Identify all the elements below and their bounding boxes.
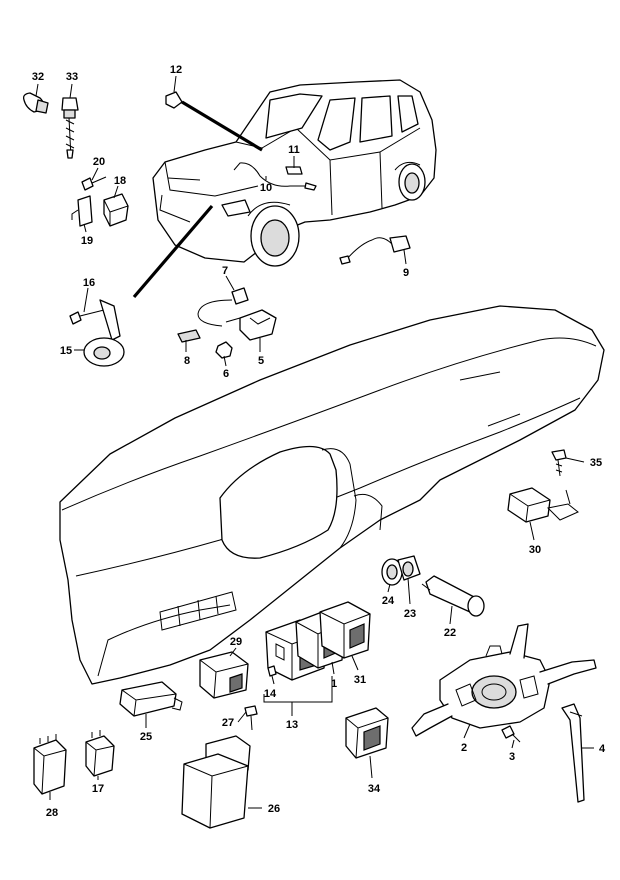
callout-4: 4: [599, 743, 606, 755]
callout-25: 25: [140, 731, 152, 743]
callout-8: 8: [184, 355, 190, 367]
part-16-screw: [69, 309, 105, 325]
callout-29: 29: [230, 636, 242, 648]
callout-15: 15: [60, 345, 72, 357]
part-28-relay: [33, 734, 67, 795]
part-34-switch: [345, 707, 389, 759]
part-29-switch: [199, 651, 249, 699]
part-32-bulb: [22, 92, 49, 114]
part-31-switch: [319, 601, 371, 659]
part-35-screw: [551, 449, 567, 477]
part-2-combination-switch: [411, 623, 597, 737]
callout-26: 26: [268, 803, 280, 815]
part-19-bracket: [71, 195, 93, 227]
callout-17: 17: [92, 783, 104, 795]
part-14-clip: [267, 665, 277, 677]
vehicle-outline: [152, 79, 437, 267]
callout-11: 11: [288, 144, 300, 156]
pointer-line-horn: [132, 204, 214, 299]
part-24-ring: [381, 558, 403, 586]
callout-32: 32: [32, 71, 44, 83]
part-9-bulb: [339, 235, 411, 265]
callout-19: 19: [81, 235, 93, 247]
part-12-bulb: [165, 91, 183, 109]
callout-18: 18: [114, 175, 126, 187]
part-20-screw: [81, 176, 107, 191]
part-33-socket: [61, 97, 79, 159]
callout-28: 28: [46, 807, 58, 819]
dashboard-outline: [59, 305, 605, 685]
part-26-control-unit: [181, 735, 251, 829]
part-3-screw: [501, 725, 521, 743]
callout-10: 10: [260, 182, 272, 194]
part-4-lever: [561, 703, 585, 803]
part-17-relay: [85, 730, 115, 777]
part-23-bezel: [397, 555, 421, 581]
callout-22: 22: [444, 627, 456, 639]
callout-12: 12: [170, 64, 182, 76]
part-27-screw: [244, 705, 258, 731]
part-22-lighter: [421, 575, 485, 617]
part-7-bulb: [197, 287, 249, 327]
callout-2: 2: [461, 742, 467, 754]
callout-14: 14: [264, 688, 277, 700]
callout-20: 20: [93, 156, 105, 168]
part-6-nut: [215, 341, 233, 359]
callout-34: 34: [368, 783, 381, 795]
callout-16: 16: [83, 277, 95, 289]
callout-5: 5: [258, 355, 264, 367]
pointer-line-12: [181, 100, 263, 152]
callout-3: 3: [509, 751, 515, 763]
callout-35: 35: [590, 457, 602, 469]
callout-13: 13: [286, 719, 298, 731]
part-5-switch: [225, 309, 277, 341]
callout-30: 30: [529, 544, 541, 556]
callout-9: 9: [403, 267, 409, 279]
part-25-unit: [119, 681, 183, 717]
callout-numbers: 32 33 12 20 18 19 11 10 16 15 7 8 6 5 9 …: [32, 64, 606, 819]
part-15-horn: [83, 299, 125, 367]
callout-1: 1: [331, 678, 337, 690]
part-8-pad: [177, 329, 201, 343]
callout-33: 33: [66, 71, 78, 83]
leader-lines: [35, 75, 594, 809]
callout-7: 7: [222, 265, 228, 277]
callout-31: 31: [354, 674, 366, 686]
callout-24: 24: [382, 595, 395, 607]
callout-6: 6: [223, 368, 229, 380]
callout-27: 27: [222, 717, 234, 729]
part-30-module: [507, 487, 579, 523]
callout-23: 23: [404, 608, 416, 620]
part-18-relay: [103, 193, 129, 227]
